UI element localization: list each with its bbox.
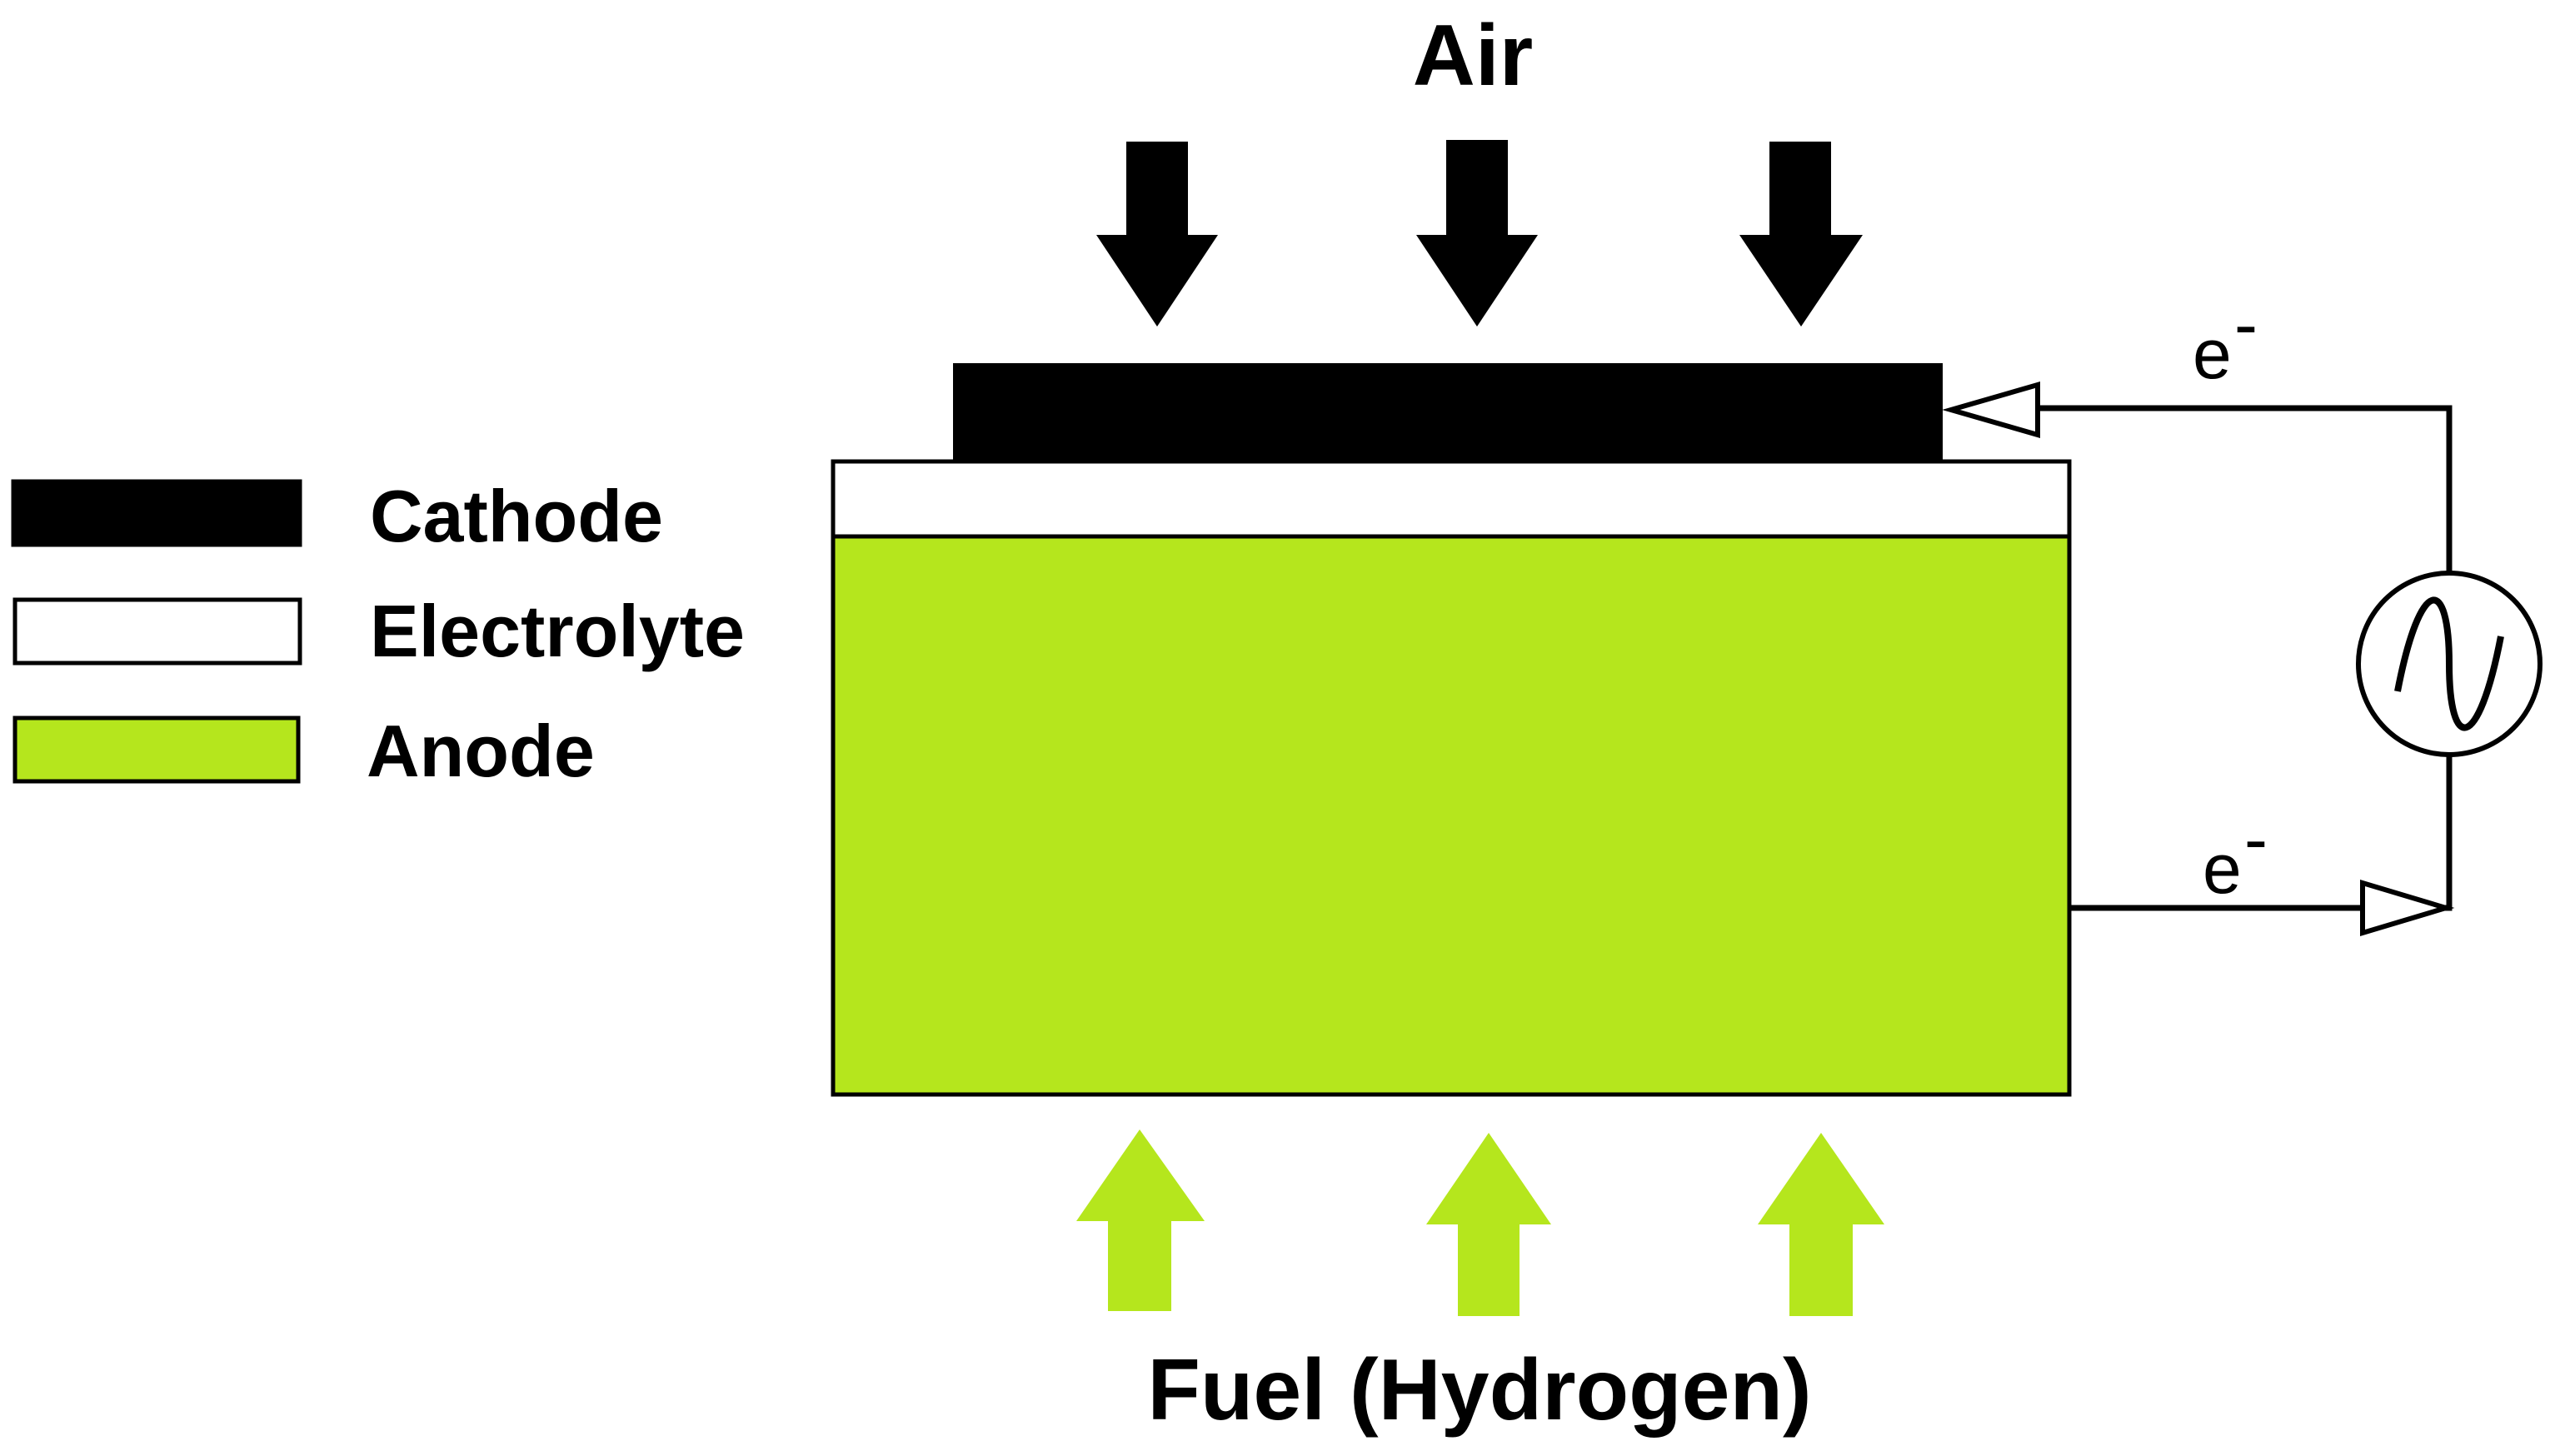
legend-swatch-cathode bbox=[11, 479, 302, 547]
fuel-arrows bbox=[1076, 1129, 1884, 1316]
air-arrow-2 bbox=[1416, 140, 1538, 327]
electron-label-bottom-charge: - bbox=[2244, 800, 2268, 878]
fuel-arrow-3 bbox=[1758, 1133, 1884, 1316]
fuel-label: Fuel (Hydrogen) bbox=[1147, 1342, 1811, 1439]
ac-source-icon bbox=[2356, 571, 2543, 757]
legend-label-electrolyte: Electrolyte bbox=[370, 590, 745, 672]
air-arrow-3 bbox=[1739, 142, 1863, 327]
fuel-arrow-1 bbox=[1076, 1129, 1205, 1311]
cathode-layer bbox=[953, 363, 1943, 461]
wire-top bbox=[2016, 405, 2453, 573]
air-arrow-1 bbox=[1096, 142, 1218, 327]
fuel-arrow-2 bbox=[1426, 1133, 1551, 1316]
legend-label-anode: Anode bbox=[367, 710, 595, 792]
air-label: Air bbox=[1413, 7, 1533, 104]
fuel-cell bbox=[831, 363, 2072, 1097]
legend-label-cathode: Cathode bbox=[370, 475, 663, 557]
legend: Cathode Electrolyte Anode bbox=[11, 475, 745, 792]
electron-label-bottom-e: e bbox=[2203, 830, 2242, 908]
electrolyte-layer bbox=[831, 459, 2072, 539]
electron-arrow-bottom bbox=[2360, 879, 2455, 937]
anode-layer bbox=[831, 534, 2072, 1097]
electron-label-top-e: e bbox=[2193, 315, 2232, 393]
air-arrows bbox=[1096, 140, 1863, 327]
legend-swatch-anode bbox=[12, 716, 301, 784]
legend-swatch-electrolyte bbox=[12, 597, 302, 666]
electron-label-top-charge: - bbox=[2234, 285, 2258, 363]
electron-label-top: e - bbox=[2193, 285, 2258, 393]
electron-label-bottom: e - bbox=[2203, 800, 2268, 908]
electron-arrow-top bbox=[1942, 381, 2040, 438]
